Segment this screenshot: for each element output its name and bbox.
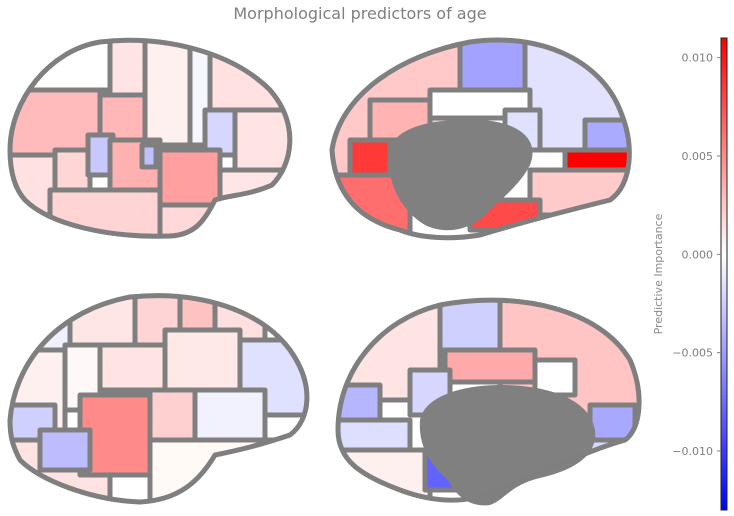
region-bankssts xyxy=(157,147,223,208)
region-pars-triangularis-r xyxy=(192,387,268,443)
colorbar-gradient xyxy=(720,37,728,511)
region-insula-r xyxy=(147,387,198,448)
region-temporal-pole-r xyxy=(37,427,93,473)
medial-wall-right xyxy=(419,385,596,506)
colorbar-label: Predictive Importance xyxy=(652,213,665,334)
region-superior-parietal-r xyxy=(10,295,73,353)
colorbar-tick-label: 0.000 xyxy=(682,248,714,261)
colorbar-tick-label: 0.010 xyxy=(682,52,714,65)
region-pars-orbitalis xyxy=(52,147,93,193)
region-paracentral-r xyxy=(437,300,503,353)
outline-left-lateral xyxy=(7,37,293,239)
region-caudal-anterior-cingulate xyxy=(367,97,433,143)
colorbar: 0.010 0.005 0.000 −0.005 −0.010 Predictive I… xyxy=(652,37,728,511)
outline-right-medial xyxy=(335,297,642,503)
colorbar-tick-label: −0.005 xyxy=(672,347,713,360)
figure-title: Morphological predictors of age xyxy=(233,4,487,23)
region-superior-temporal-r xyxy=(97,342,168,393)
region-transverse-temporal xyxy=(139,142,159,170)
region-lateral-orbitofrontal-r xyxy=(147,437,283,502)
region-caudal-anterior-cingulate-r xyxy=(532,357,578,398)
colorbar-tick-label: −0.010 xyxy=(672,445,713,458)
region-paracentral xyxy=(457,39,528,93)
region-posterior-cingulate-r xyxy=(442,347,538,385)
colorbar-tick-label: 0.005 xyxy=(682,150,714,163)
outline-right-lateral xyxy=(7,293,310,505)
medial-wall-left xyxy=(389,119,533,231)
brain-view-left-lateral xyxy=(10,40,290,237)
outline-left-medial xyxy=(329,37,632,241)
region-precentral xyxy=(142,40,193,148)
region-pars-opercularis-r xyxy=(162,327,243,393)
region-caudal-middle-frontal xyxy=(107,40,148,98)
colorbar-ticks: 0.010 0.005 0.000 −0.005 −0.010 xyxy=(672,52,721,458)
region-lateral-occipital xyxy=(217,167,290,237)
